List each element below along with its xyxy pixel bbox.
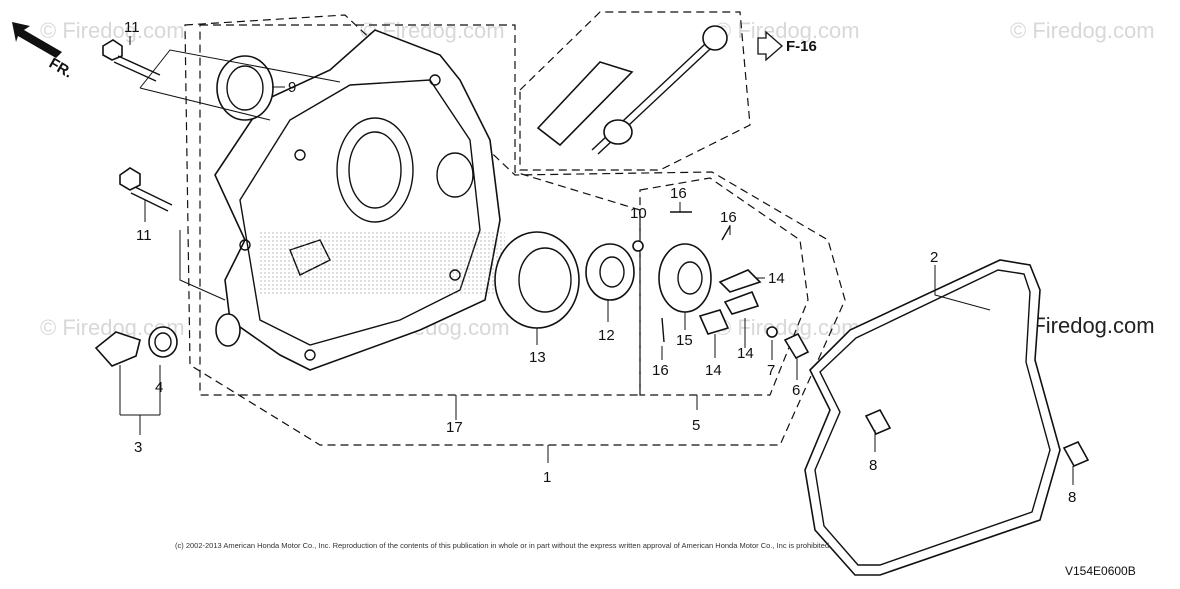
callout-2: 2 (930, 249, 938, 266)
callout-3: 3 (134, 439, 142, 456)
callout-16-top: 16 (670, 185, 687, 202)
oil-seal (216, 55, 274, 121)
ball-bearing-small (585, 243, 635, 301)
governor-gear (658, 243, 712, 313)
oil-filler-cap (94, 331, 141, 367)
callout-8-right: 8 (1068, 489, 1076, 506)
callout-17: 17 (446, 419, 463, 436)
reference-label: F-16 (786, 38, 817, 55)
case-cover-gasket (804, 259, 1061, 576)
copyright-notice: (c) 2002-2013 American Honda Motor Co., … (175, 541, 831, 550)
callout-6: 6 (792, 382, 800, 399)
callout-5: 5 (692, 417, 700, 434)
leader-lines (119, 36, 1074, 485)
callout-8-left: 8 (869, 457, 877, 474)
direction-label: FR. (46, 55, 75, 82)
callout-4: 4 (155, 379, 163, 396)
callout-15: 15 (676, 332, 693, 349)
ball-bearing-large (494, 231, 580, 329)
dowel-pin-center (783, 332, 810, 360)
dowel-pin-right (1062, 440, 1090, 468)
callouts: 11 9 11 4 3 17 13 12 10 16 16 14 15 14 1… (124, 19, 1076, 506)
callout-12: 12 (598, 327, 615, 344)
callout-9: 9 (288, 79, 296, 96)
callout-1: 1 (543, 469, 551, 486)
washer (632, 240, 644, 252)
callout-16-bottom: 16 (652, 362, 669, 379)
diagram-code: V154E0600B (1065, 564, 1136, 578)
crankcase-cover (214, 29, 505, 371)
callout-14-right: 14 (768, 270, 785, 287)
callout-13: 13 (529, 349, 546, 366)
flange-bolt-upper (102, 39, 161, 82)
callout-14-bottom: 14 (705, 362, 722, 379)
callout-16-mid: 16 (720, 209, 737, 226)
flange-bolt-lower (119, 167, 173, 212)
watermark-4: © Firedog.com (1010, 18, 1155, 43)
oil-level-gauge (536, 25, 728, 155)
callout-11-top: 11 (124, 19, 140, 36)
callout-14-mid: 14 (737, 345, 754, 362)
watermark-1: © Firedog.com (40, 18, 185, 43)
callout-10: 10 (630, 205, 647, 222)
dowel-pin-left (864, 408, 892, 436)
o-ring (148, 326, 178, 358)
watermark-7: © Firedog.com (715, 315, 860, 340)
reference-arrow: F-16 (757, 30, 817, 62)
callout-11-bottom: 11 (136, 227, 152, 244)
callout-7: 7 (767, 362, 775, 379)
watermark-3: © Firedog.com (715, 18, 860, 43)
governor-parts (661, 211, 778, 343)
